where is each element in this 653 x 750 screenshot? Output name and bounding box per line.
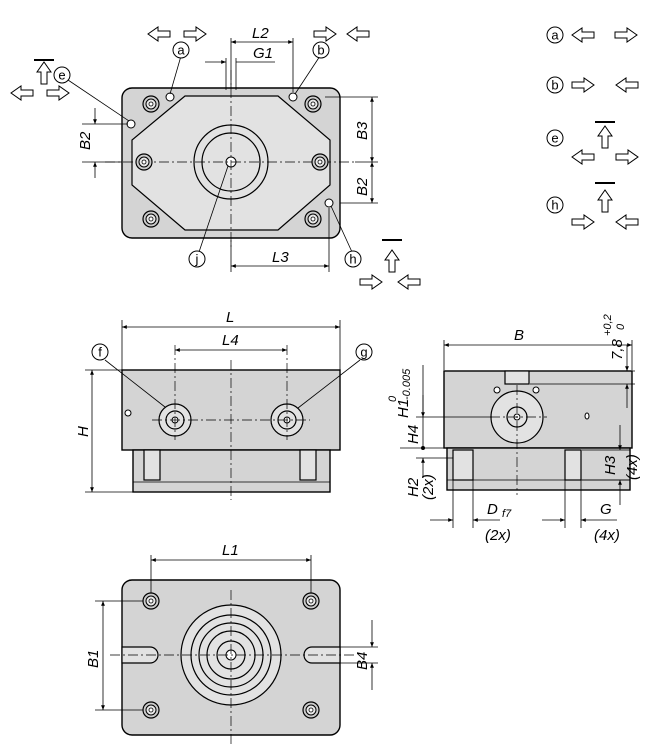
dim-D: D f7 [487, 501, 512, 520]
dim-B: B [514, 327, 524, 344]
dim-G1: G1 [253, 45, 273, 62]
callout-f: f [98, 345, 102, 360]
dim-H1: H1 [395, 399, 412, 418]
legend-h: h [551, 198, 558, 213]
top-view: L2 G1 L3 B2 B3 B2 a b e h j [10, 25, 421, 290]
dim-H3: H3 [602, 455, 619, 475]
callout-j: j [195, 252, 199, 267]
dim-B1: B1 [85, 650, 102, 668]
dim-depth-tol-upper: +0,2 [602, 314, 614, 336]
dim-B2-left: B2 [77, 131, 94, 150]
dim-H1-tol-lower: -0.005 [401, 368, 413, 400]
dim-depth: 7,8 [609, 338, 626, 360]
dim-H2: H2 [405, 477, 422, 497]
dim-H3-count: (4x) [624, 454, 641, 480]
callout-a: a [177, 43, 185, 58]
dim-L3: L3 [272, 249, 289, 266]
legend-e: e [551, 131, 558, 146]
dim-D-count: (2x) [485, 527, 511, 544]
dim-H4: H4 [405, 425, 422, 444]
callout-g: g [360, 345, 367, 360]
side-view: B 7,8 +0,2 0 H4 H1 0 -0.005 H2 (2x) H3 (… [387, 314, 641, 544]
bottom-view: L1 B1 B4 [85, 542, 378, 745]
dim-B3: B3 [354, 121, 371, 140]
legend: a b e h [546, 26, 639, 230]
dim-H1-tol-upper: 0 [387, 395, 399, 402]
legend-a: a [551, 28, 559, 43]
dim-H: H [75, 426, 92, 437]
dim-L: L [226, 309, 234, 326]
callout-e: e [58, 68, 65, 83]
dim-depth-tol-lower: 0 [615, 323, 627, 330]
dim-B4: B4 [354, 652, 371, 670]
dim-G: G [600, 501, 612, 518]
callout-b: b [317, 43, 324, 58]
legend-b: b [551, 78, 558, 93]
dim-L4: L4 [222, 332, 239, 349]
dim-L2: L2 [252, 25, 269, 42]
dim-L1: L1 [222, 542, 239, 559]
callout-h: h [349, 252, 356, 267]
dim-H2-count: (2x) [420, 474, 437, 500]
dim-B2-right: B2 [354, 177, 371, 196]
front-view: L L4 H f g [75, 309, 373, 500]
dim-G-count: (4x) [594, 527, 620, 544]
